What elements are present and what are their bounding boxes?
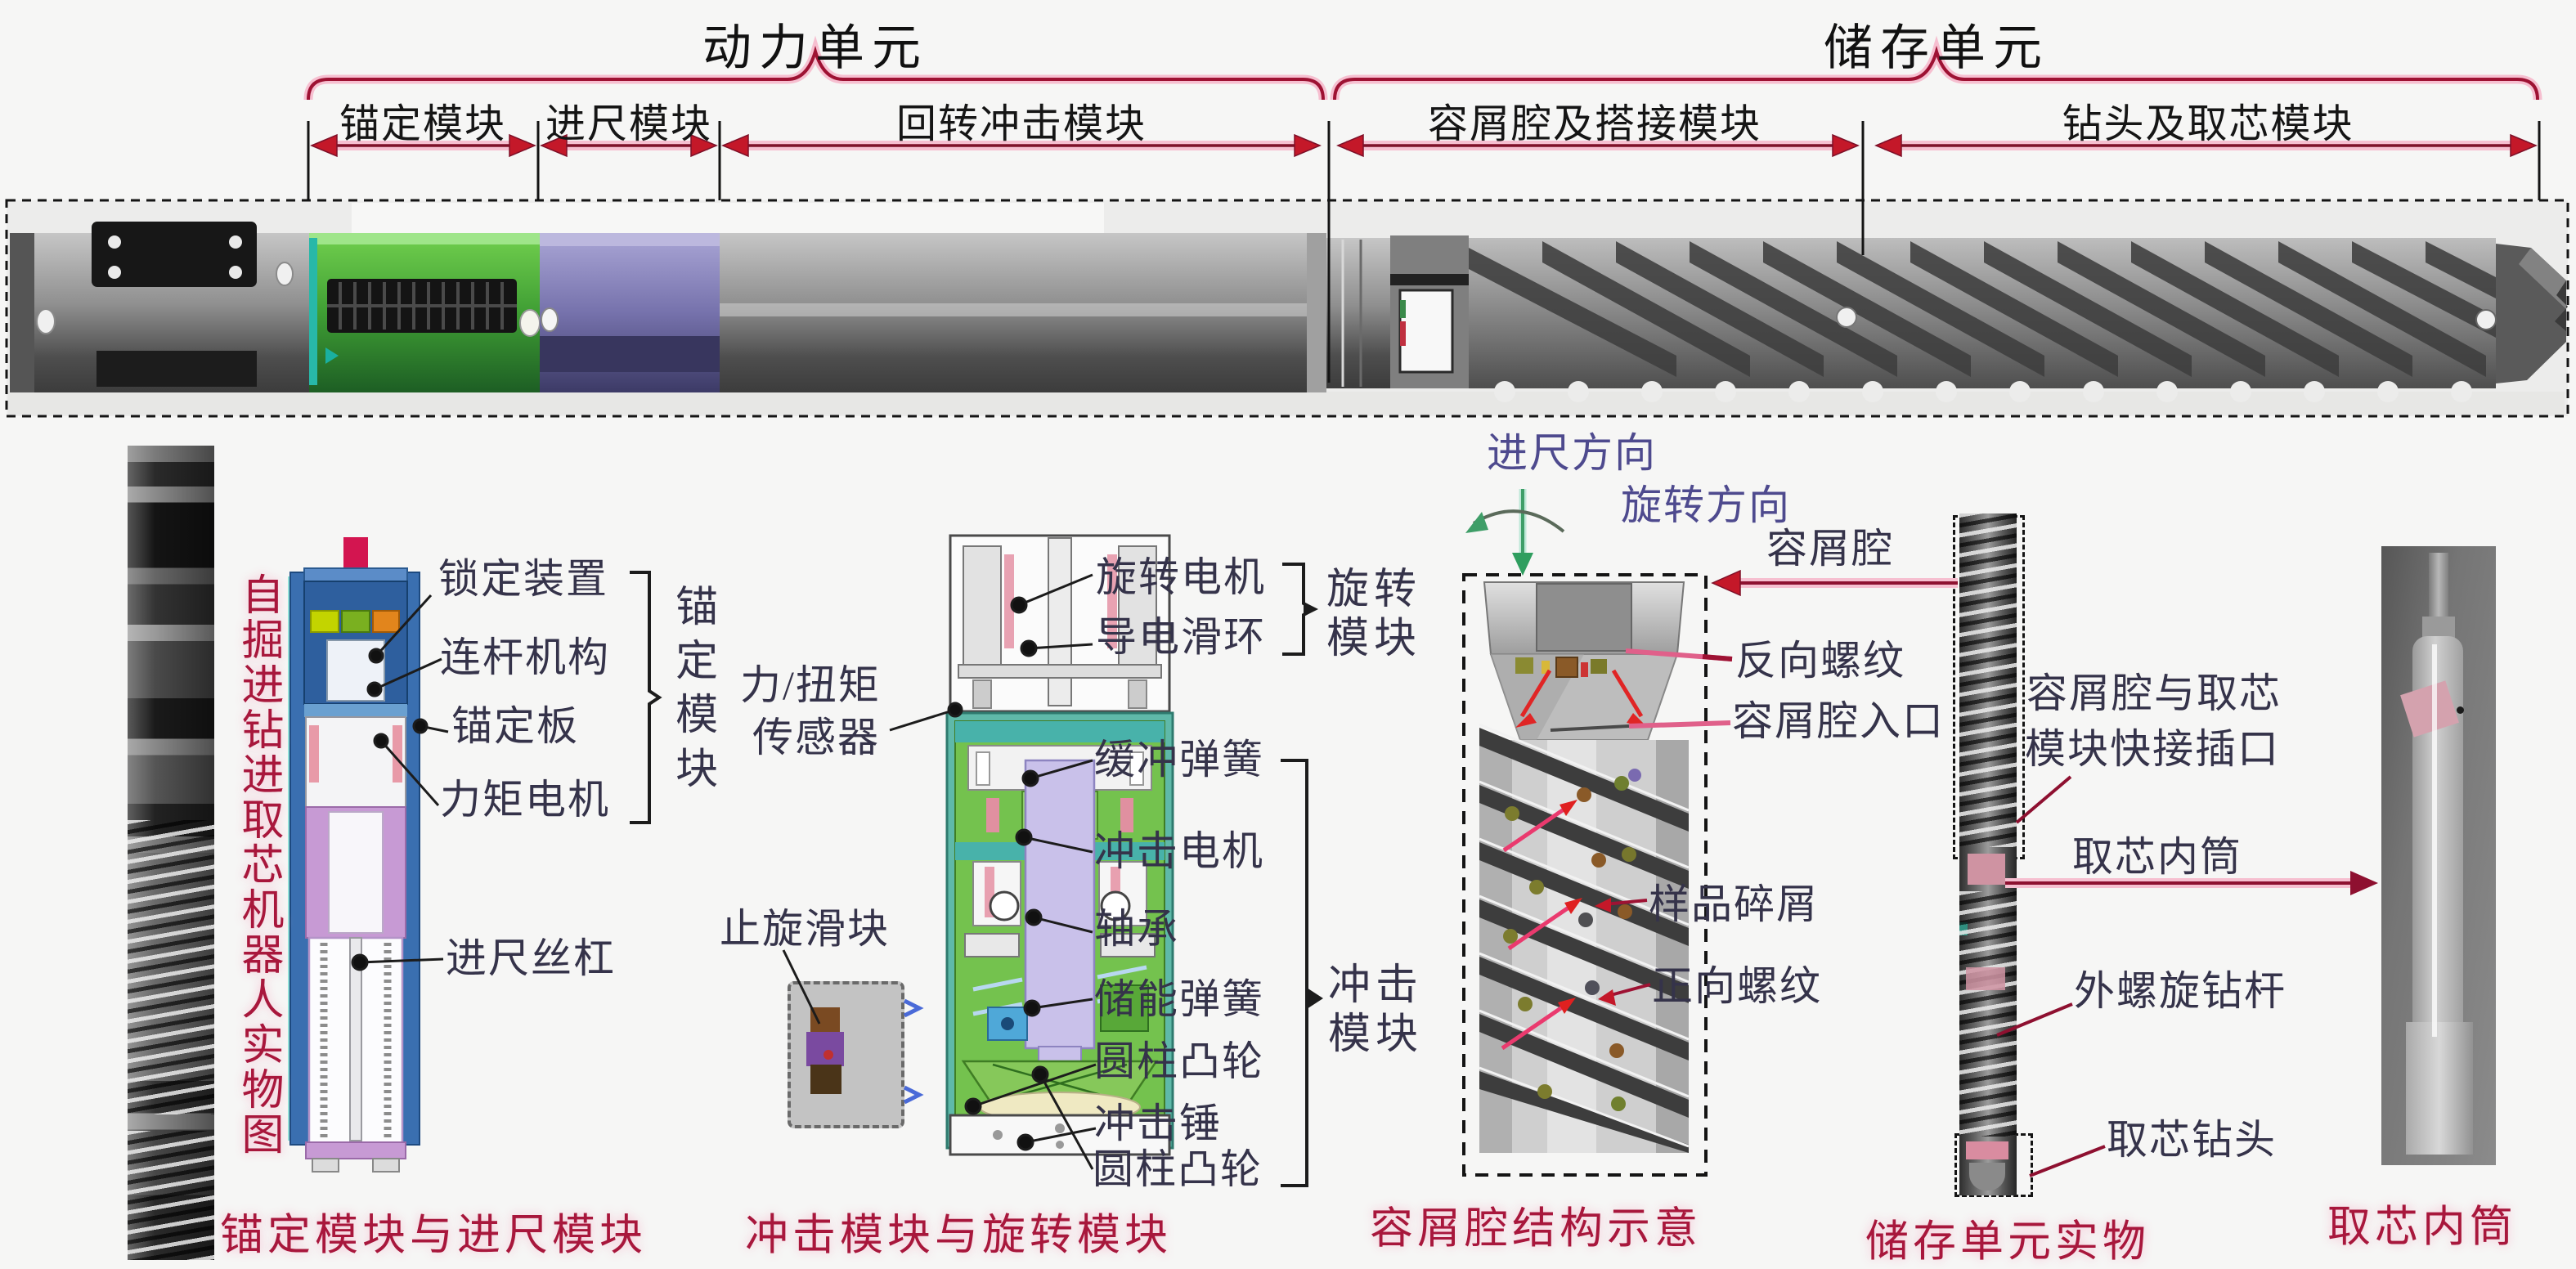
module-label-chip-chamber: 容屑腔及搭接模块: [1427, 101, 1762, 146]
rotary-module-bracket: [1282, 563, 1317, 656]
chip-chamber-caption: 容屑腔结构示意: [1370, 1205, 1702, 1253]
robot-photo: [128, 446, 214, 1260]
buffer-spring-label: 缓冲弹簧: [1094, 737, 1264, 782]
slip-ring-label: 导电滑环: [1096, 614, 1266, 660]
storage-unit-photo: [1959, 513, 2017, 1195]
cylindrical-cam-lower-label: 圆柱凸轮: [1093, 1146, 1263, 1192]
chamber-arrow: [1711, 569, 1958, 597]
anti-rotation-inset: [788, 981, 904, 1128]
module-label-drill-core: 钻头及取芯模块: [2062, 101, 2354, 146]
bearing-label: 轴承: [1094, 906, 1179, 952]
forward-thread-label: 正向螺纹: [1652, 963, 1822, 1009]
core-tube-photo: [2381, 546, 2496, 1165]
force-torque-sensor-label-line1: 力/扭矩: [740, 662, 881, 708]
anchoring-figure: [288, 537, 420, 1173]
impact-hammer-label: 冲击锤: [1094, 1101, 1222, 1146]
slider-part-darkbrown: [810, 1065, 841, 1094]
rotation-direction-label: 旋转方向: [1621, 482, 1791, 528]
power-unit-title: 动力单元: [702, 21, 928, 75]
linkage-label: 连杆机构: [440, 634, 610, 680]
quick-connect-label-line2: 模块快接插口: [2025, 726, 2280, 772]
rotary-motor-label: 旋转电机: [1096, 554, 1266, 600]
sample-debris-label: 样品碎屑: [1649, 881, 1819, 927]
impact-figure-caption: 冲击模块与旋转模块: [745, 1212, 1172, 1259]
feed-direction-arrow: [1512, 489, 1533, 576]
core-tube-label: 取芯内筒: [2072, 834, 2242, 880]
anchor-module-bracket-label: 锚定模块: [668, 584, 716, 800]
chamber-label: 容屑腔: [1766, 526, 1894, 572]
lock-device-label: 锁定装置: [438, 556, 608, 602]
force-torque-sensor-label-line2: 传感器: [752, 715, 880, 760]
slider-part-purple: [806, 1032, 844, 1066]
slider-position-chevrons: [903, 998, 924, 1105]
reverse-thread-label: 反向螺纹: [1735, 638, 1905, 684]
anchor-plate-label: 锚定板: [451, 703, 579, 749]
module-label-rotary-impact: 回转冲击模块: [895, 101, 1147, 146]
feed-direction-label: 进尺方向: [1487, 430, 1657, 476]
module-label-feed: 进尺模块: [545, 101, 713, 146]
chamber-inlet-label: 容屑腔入口: [1732, 698, 1945, 744]
cylindrical-cam-upper-label: 圆柱凸轮: [1094, 1038, 1264, 1084]
core-tube-photo-caption: 取芯内筒: [2327, 1204, 2517, 1251]
impact-module-bracket-label: 冲击 模块: [1328, 962, 1424, 1058]
anti-rotation-slider-label: 止旋滑块: [720, 906, 890, 952]
debris-flow-arrows: [1501, 800, 1582, 1051]
rotation-direction-arrow: [1465, 509, 1565, 533]
storage-unit-caption: 储存单元实物: [1865, 1218, 2150, 1266]
chip-chamber-figure: [1462, 573, 1708, 1177]
slider-part-brown: [810, 1007, 840, 1034]
slider-dot: [824, 1050, 833, 1060]
impact-motor-label: 冲击电机: [1094, 828, 1264, 874]
assembly-drawing: [5, 199, 2569, 418]
anchor-module-bracket: [630, 571, 662, 824]
anchor-figure-caption: 锚定模块与进尺模块: [220, 1212, 647, 1259]
impact-rotary-figure: [945, 534, 1174, 1156]
sample-debris-dots: [1503, 769, 1641, 1111]
impact-module-bracket: [1281, 759, 1308, 1187]
core-bit-label: 取芯钻头: [2107, 1117, 2277, 1163]
rotary-module-bracket-label: 旋转 模块: [1326, 567, 1422, 662]
module-label-anchoring: 锚定模块: [339, 101, 507, 146]
spiral-drill-rod-label: 外螺旋钻杆: [2074, 968, 2287, 1014]
torque-motor-label: 力矩电机: [440, 777, 610, 823]
storage-unit-title: 储存单元: [1824, 21, 2049, 75]
quick-connect-label-line1: 容屑腔与取芯: [2026, 670, 2282, 716]
energy-spring-label: 储能弹簧: [1094, 976, 1264, 1022]
robot-photo-caption: 自掘进钻进取芯机器人实物图: [235, 572, 281, 1157]
feed-screw-label: 进尺丝杠: [446, 935, 616, 981]
